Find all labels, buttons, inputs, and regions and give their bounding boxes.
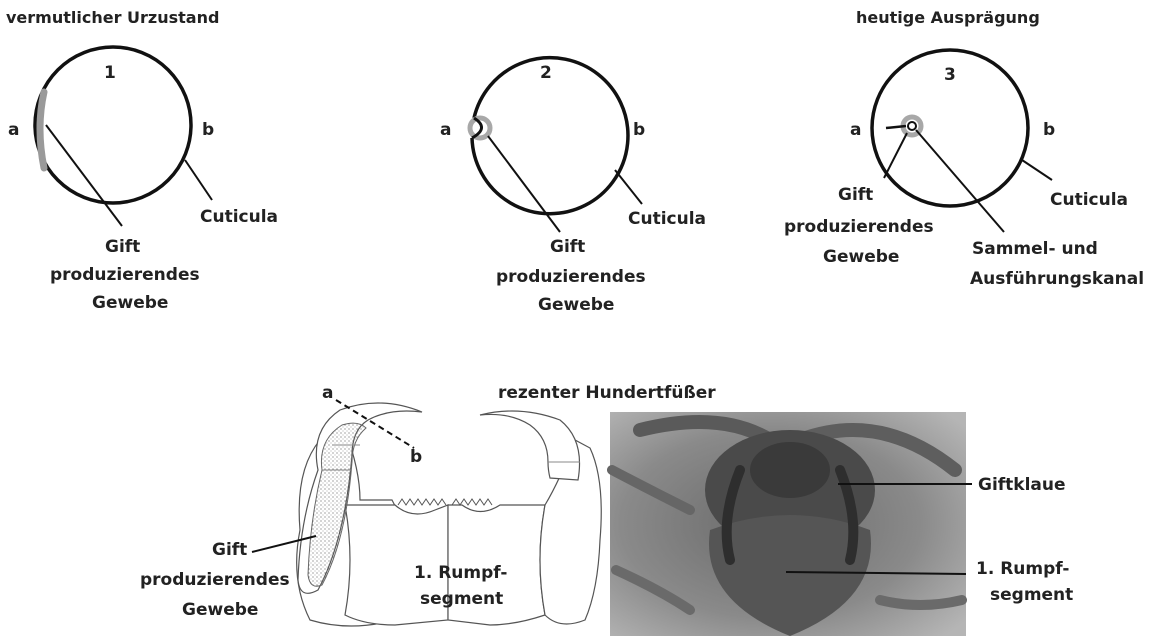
pointer-gift-1 xyxy=(46,125,122,226)
pointer-cuticula-1 xyxy=(185,160,212,200)
bottom-title: rezenter Hundertfüßer xyxy=(498,383,716,403)
stage-3: heutige Ausprägung 3 a b Cuticula Gift p… xyxy=(784,8,1144,289)
label-a-1: a xyxy=(8,120,19,140)
cuticula-label-1: Cuticula xyxy=(200,207,278,227)
cuticula-label-3: Cuticula xyxy=(1050,190,1128,210)
gift-label-3-line3: Gewebe xyxy=(823,247,899,267)
gift-label-3-line2: produzierendes xyxy=(784,217,934,237)
drawing-rumpf-line1: 1. Rumpf- xyxy=(414,563,507,583)
venom-canal-3 xyxy=(908,122,916,130)
label-a-2: a xyxy=(440,120,451,140)
stage-2: 2 a b Cuticula Gift produzierendes Geweb… xyxy=(440,58,706,315)
centipede-photo xyxy=(610,412,972,636)
photo-mouthparts xyxy=(750,442,830,498)
gift-label-3-line1: Gift xyxy=(838,185,873,205)
photo-rumpf-line1: 1. Rumpf- xyxy=(976,559,1069,579)
right-claw xyxy=(480,411,580,480)
gift-label-2-line3: Gewebe xyxy=(538,295,614,315)
kanal-label-line2: Ausführungskanal xyxy=(970,269,1144,289)
photo-rumpf-line2: segment xyxy=(990,585,1073,605)
photo-leg-5 xyxy=(880,600,962,605)
gift-label-1-line3: Gewebe xyxy=(92,293,168,313)
bottom-gift-line2: produzierendes xyxy=(140,570,290,590)
label-b-1: b xyxy=(202,120,214,140)
pointer-gift-3 xyxy=(884,133,907,178)
stage3-number: 3 xyxy=(944,65,956,85)
kanal-label-line1: Sammel- und xyxy=(972,239,1098,259)
giftklaue-label: Giftklaue xyxy=(978,475,1066,495)
label-b-2: b xyxy=(633,120,645,140)
stage-1: vermutlicher Urzustand 1 a b Cuticula Gi… xyxy=(6,8,278,313)
drawing-label-a: a xyxy=(322,383,333,403)
stage2-number: 2 xyxy=(540,63,552,83)
gift-label-1-line1: Gift xyxy=(105,237,140,257)
label-a-3: a xyxy=(850,120,861,140)
gift-label-1-line2: produzierendes xyxy=(50,265,200,285)
bottom-gift-line1: Gift xyxy=(212,540,247,560)
drawing-label-b: b xyxy=(410,447,422,467)
venom-tissue-strip xyxy=(40,92,44,168)
bottom-gift-line3: Gewebe xyxy=(182,600,258,620)
drawing-rumpf-line2: segment xyxy=(420,589,503,609)
gift-label-2-line2: produzierendes xyxy=(496,267,646,287)
pointer-cuticula-3 xyxy=(1022,160,1052,180)
cuticula-label-2: Cuticula xyxy=(628,209,706,229)
tooth-row xyxy=(398,499,492,505)
gift-label-2-line1: Gift xyxy=(550,237,585,257)
pointer-gift-2 xyxy=(488,136,560,232)
stage3-caption: heutige Ausprägung xyxy=(856,8,1040,27)
pointer-cuticula-2 xyxy=(615,170,642,204)
stage1-number: 1 xyxy=(104,63,116,83)
label-b-3: b xyxy=(1043,120,1055,140)
stage1-caption: vermutlicher Urzustand xyxy=(6,8,219,27)
